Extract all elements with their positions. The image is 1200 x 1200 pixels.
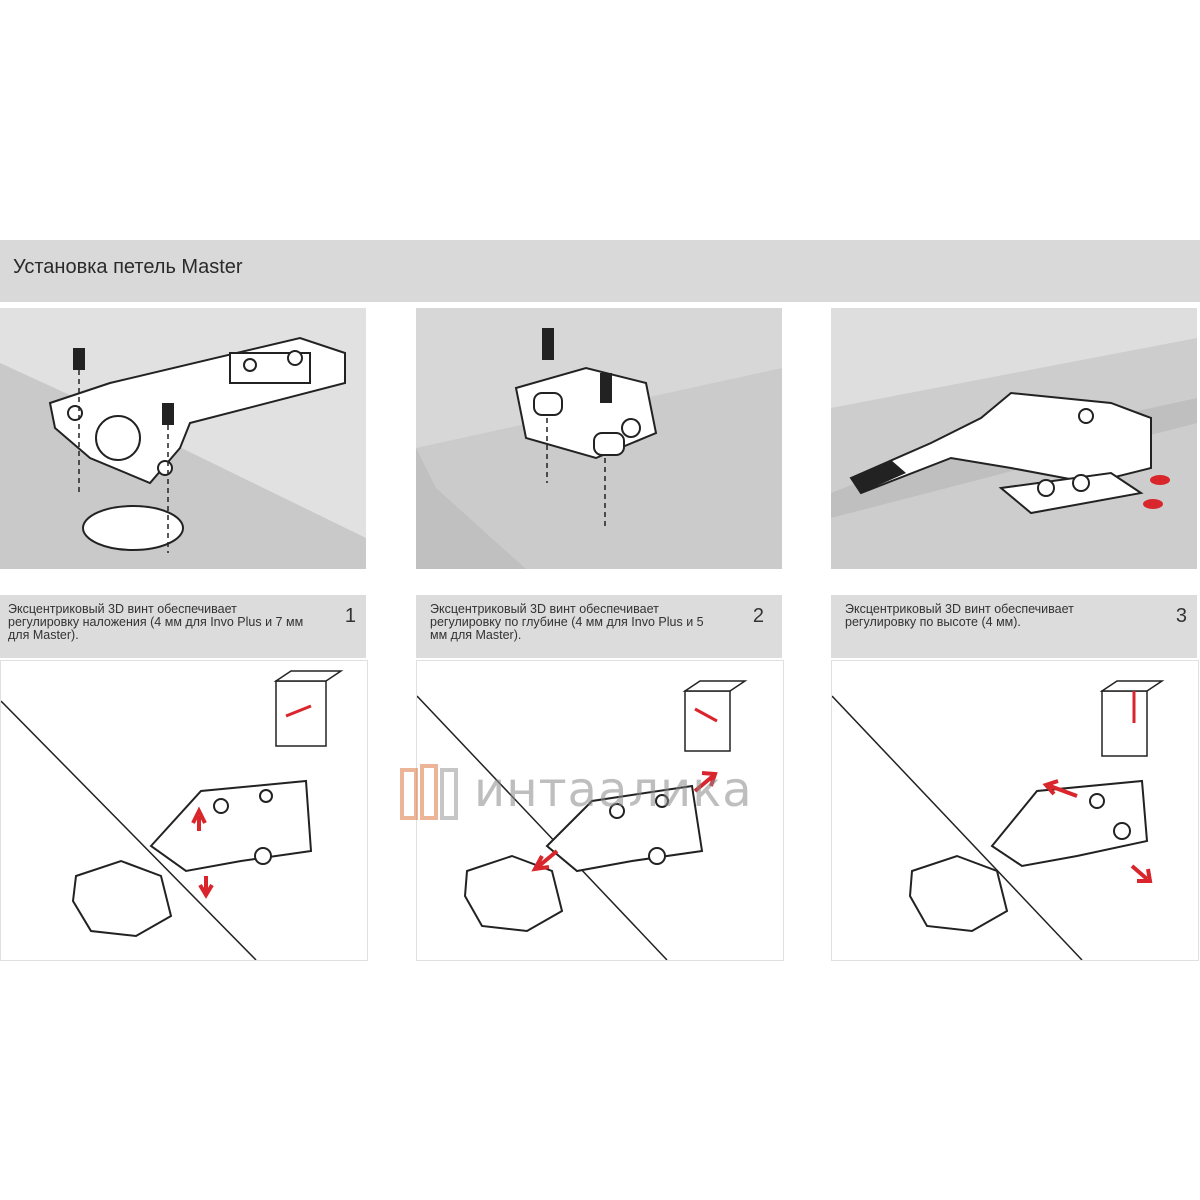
step-caption-2: Эксцентриковый 3D винт обеспечивает регу… — [416, 595, 782, 658]
overlay-adjustment-drawing — [1, 670, 344, 960]
step-caption-1: Эксцентриковый 3D винт обеспечивает регу… — [0, 595, 366, 658]
hinge-clip-on-drawing — [831, 308, 1197, 569]
hinge-cup-mounting-drawing — [0, 308, 366, 569]
depth-adjustment-drawing — [417, 680, 748, 960]
install-illustration-1 — [0, 308, 366, 569]
page-header: Установка петель Master — [0, 240, 1200, 302]
step-number: 2 — [752, 605, 764, 627]
adjust-illustration-3 — [831, 660, 1199, 961]
page-title: Установка петель Master — [13, 256, 243, 278]
mounting-plate-drawing — [416, 328, 782, 569]
adjust-illustration-2 — [416, 660, 784, 961]
step-number: 1 — [344, 605, 356, 627]
step-description: Эксцентриковый 3D винт обеспечивает регу… — [845, 602, 1074, 629]
step-caption-3: Эксцентриковый 3D винт обеспечивает регу… — [831, 595, 1197, 658]
install-illustration-2 — [416, 308, 782, 569]
height-adjustment-drawing — [832, 680, 1165, 960]
watermark-text: интаалика — [474, 762, 753, 818]
watermark: интаалика — [400, 760, 810, 820]
step-description: Эксцентриковый 3D винт обеспечивает регу… — [8, 602, 304, 642]
adjust-illustration-1 — [0, 660, 368, 961]
step-number: 3 — [1175, 605, 1187, 627]
brand-logo-icon — [400, 764, 458, 820]
install-illustration-3 — [831, 308, 1197, 569]
step-description: Эксцентриковый 3D винт обеспечивает регу… — [430, 602, 704, 642]
